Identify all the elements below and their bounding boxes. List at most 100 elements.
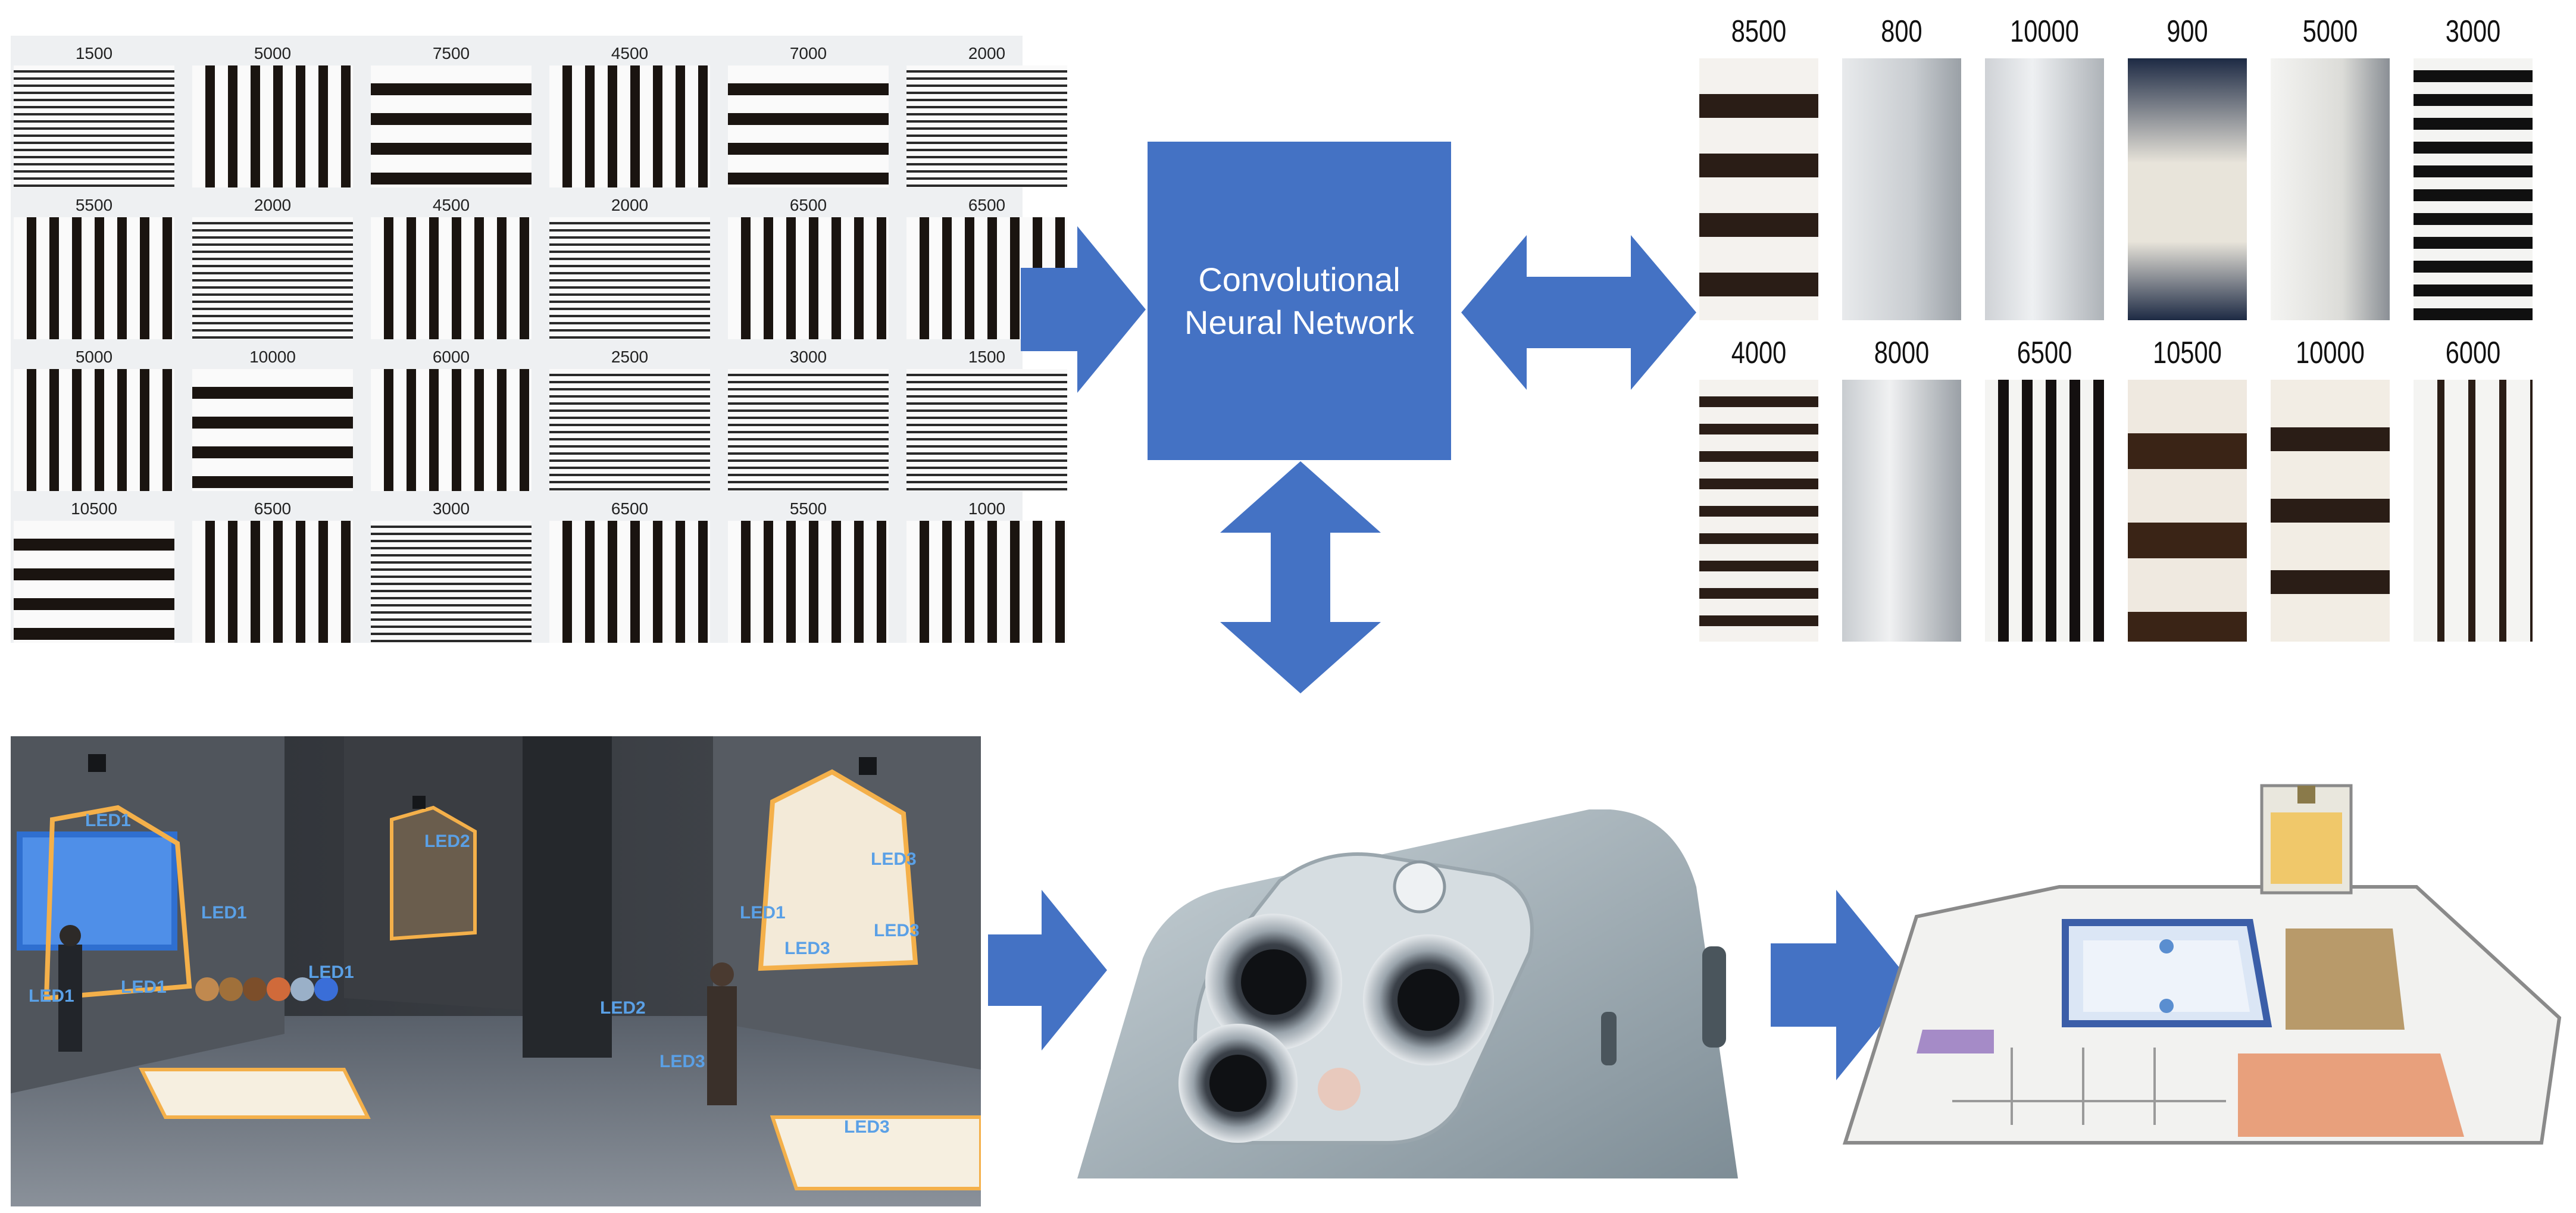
test-image-label: 4000 [1731,336,1787,370]
training-image: 6000 [371,345,532,491]
scene-label: LED2 [424,831,470,851]
test-image: 4000 [1699,332,1818,642]
test-image-label: 3000 [2445,14,2501,49]
training-image: 2500 [549,345,710,491]
smartphone-camera-image [1077,809,1738,1178]
scene-label: LED1 [740,903,786,923]
scene-label: LED3 [874,921,920,940]
training-image-label: 1000 [968,499,1006,518]
test-image-label: 6000 [2445,336,2501,370]
training-image: 5000 [14,345,174,491]
training-image: 4500 [549,42,710,187]
test-image-patch [1985,58,2104,320]
training-image-label: 2000 [254,196,292,214]
training-image: 1500 [14,42,174,187]
scene-label: LED1 [121,977,167,997]
stripe-pattern [371,217,532,339]
test-image: 3000 [2414,11,2533,320]
stripe-pattern [371,65,532,187]
training-image-label: 2500 [611,348,649,366]
test-image-label: 900 [2167,14,2208,49]
training-image-label: 3000 [789,348,827,366]
training-image-label: 10500 [71,499,117,518]
stripe-pattern [906,65,1067,187]
cnn-box: Convolutional Neural Network [1148,142,1451,460]
training-image: 4500 [371,193,532,339]
training-image-label: 2000 [968,44,1006,62]
stripe-pattern [906,521,1067,643]
test-image: 10000 [1985,11,2104,320]
test-image-patch [2271,380,2390,642]
training-image: 5000 [192,42,353,187]
stripe-pattern [14,65,174,187]
right-arrow-icon [1021,226,1146,393]
test-image-patch [1699,58,1818,320]
training-image-label: 2000 [611,196,649,214]
training-image-label: 10000 [249,348,296,366]
training-image-label: 6500 [611,499,649,518]
test-image-label: 10000 [2010,14,2079,49]
test-image-patch [2128,58,2247,320]
training-image: 7000 [728,42,889,187]
scene-label: LED3 [871,849,917,869]
stripe-pattern [371,521,532,643]
test-image-patch [2271,58,2390,320]
training-image: 3000 [371,497,532,643]
stripe-pattern [549,369,710,491]
vertical-double-arrow-icon [1220,461,1381,693]
test-image-label: 8000 [1874,336,1930,370]
training-image-label: 3000 [432,499,470,518]
training-image-label: 6000 [432,348,470,366]
scene-label: LED1 [85,811,131,830]
scene-label: LED3 [784,939,830,958]
scene-label: LED3 [844,1117,890,1137]
stripe-pattern [14,521,174,643]
stripe-pattern [906,369,1067,491]
right-arrow-icon [1771,890,1914,1080]
test-image: 800 [1842,11,1961,320]
test-image: 6500 [1985,332,2104,642]
stripe-pattern [549,521,710,643]
double-arrow-icon [1461,235,1696,390]
training-image: 10000 [192,345,353,491]
training-image: 6500 [192,497,353,643]
training-image-label: 6500 [789,196,827,214]
training-image-label: 4500 [432,196,470,214]
scene-label: LED1 [201,903,247,923]
training-image: 1500 [906,345,1067,491]
test-image-label: 10000 [2296,336,2365,370]
test-image: 10500 [2128,332,2247,642]
virtual-scene-image: LED1 LED2 LED3 LED1 LED1 LED1 LED1 LED3 … [11,736,981,1206]
stripe-pattern [14,217,174,339]
training-image-label: 7000 [789,44,827,62]
training-image: 3000 [728,345,889,491]
training-image: 7500 [371,42,532,187]
scene-label: LED2 [600,998,646,1018]
stripe-pattern [728,65,889,187]
test-image-patch [1842,380,1961,642]
training-image: 10500 [14,497,174,643]
phone-illustration [1077,809,1738,1178]
test-image: 900 [2128,11,2247,320]
training-image-label: 4500 [611,44,649,62]
training-image: 2000 [906,42,1067,187]
test-image-patch [1985,380,2104,642]
training-image-label: 1500 [968,348,1006,366]
stripe-pattern [728,369,889,491]
test-image-label: 6500 [2017,336,2072,370]
cnn-label: Convolutional Neural Network [1184,260,1414,341]
stripe-pattern [371,369,532,491]
training-image-label: 5000 [75,348,113,366]
test-image: 10000 [2271,332,2390,642]
test-image-patch [2128,380,2247,642]
stripe-pattern [549,217,710,339]
scene-illustration [11,736,981,1206]
scene-label: LED1 [29,986,74,1006]
training-image: 2000 [192,193,353,339]
stripe-pattern [728,521,889,643]
stripe-pattern [192,369,353,491]
training-image-label: 5000 [254,44,292,62]
test-image-label: 8500 [1731,14,1787,49]
test-image: 8000 [1842,332,1961,642]
